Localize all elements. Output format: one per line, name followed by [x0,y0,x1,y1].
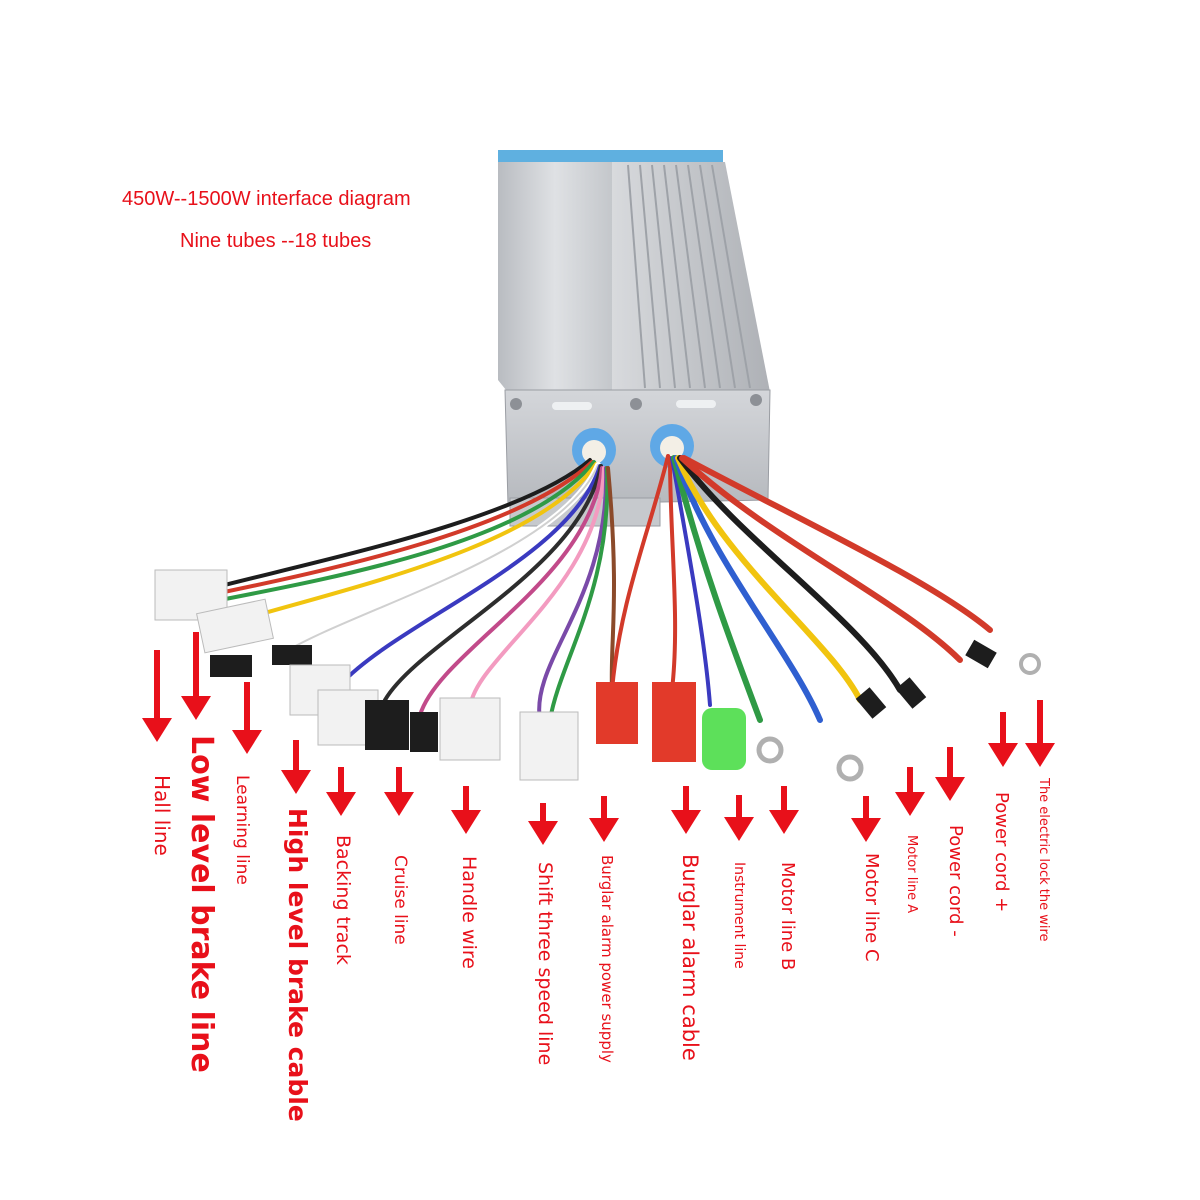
arrow-low-brake [181,632,211,720]
label-power-cord-minus: Power cord - [945,825,966,937]
housing-blue-endcap [498,150,723,164]
alarm-power-connector [596,682,638,744]
label-burglar-alarm-power-supply: Burglar alarm power supply [598,855,616,1063]
motor-b-ring [756,736,784,764]
slot [676,400,716,408]
label-backing-track: Backing track [332,835,354,965]
signal-wires [203,458,617,722]
diagram-title: 450W--1500W interface diagram [122,188,411,210]
label-arrows [142,632,1055,845]
learning-connector-2 [272,645,312,665]
label-handle-wire: Handle wire [458,856,480,969]
label-learning-line: Learning line [232,775,252,885]
arrow-learning [232,682,262,754]
label-motor-line-c: Motor line C [861,853,882,962]
label-shift-three-speed-line: Shift three speed line [534,862,556,1066]
power-wires [610,454,993,723]
label-instrument-line: Instrument line [731,862,747,969]
label-high-level-brake-cable: High level brake cable [283,808,312,1122]
alarm-connector [652,682,696,762]
diagram-subtitle: Nine tubes --18 tubes [180,230,372,252]
lock-ring [1019,653,1041,675]
arrow-hall [142,650,172,742]
arrow-cruise [384,767,414,816]
slot [552,402,592,410]
cruise-connector-2 [410,712,438,752]
arrow-power-neg [935,747,965,801]
gland-insert [660,436,684,460]
label-motor-line-a: Motor line A [904,835,919,914]
label-burglar-alarm-cable: Burglar alarm cable [678,854,702,1061]
housing-left-side [498,162,612,395]
label-power-cord-plus: Power cord + [991,792,1012,913]
neg-sleeve [895,677,927,709]
arrow-high-brake [281,740,311,794]
motor-c-ring [836,754,864,782]
label-hall-line: Hall line [150,775,174,856]
cruise-connector [365,700,409,750]
shift-connector [519,711,579,781]
learning-connector [210,655,252,677]
arrow-shift [528,803,558,845]
motor-a-sleeve [855,687,887,719]
heat-sink-fins [627,164,751,389]
label-low-level-brake-line: Low level brake line [184,735,219,1073]
controller-housing [498,150,771,527]
gland-insert [582,440,606,464]
handle-connector [439,697,501,761]
arrow-handle [451,786,481,834]
pos-sleeve [965,639,997,669]
screw-icon [630,398,642,410]
arrow-alarm [671,786,701,834]
arrow-motor-c [851,796,881,842]
label-cruise-line: Cruise line [390,855,410,945]
screw-icon [510,398,522,410]
arrow-instrument [724,795,754,841]
arrow-motor-a [895,767,925,816]
arrow-power-pos [988,712,1018,767]
arrow-lock [1025,700,1055,767]
label-electric-lock-wire: The electric lock the wire [1036,778,1051,942]
label-motor-line-b: Motor line B [777,862,798,971]
arrow-alarm-power [589,796,619,842]
brake-connector-low [196,598,274,654]
arrow-backing [326,767,356,816]
arrow-motor-b [769,786,799,834]
screw-icon [750,394,762,406]
instrument-connector [702,708,746,770]
connectors [154,569,1041,782]
